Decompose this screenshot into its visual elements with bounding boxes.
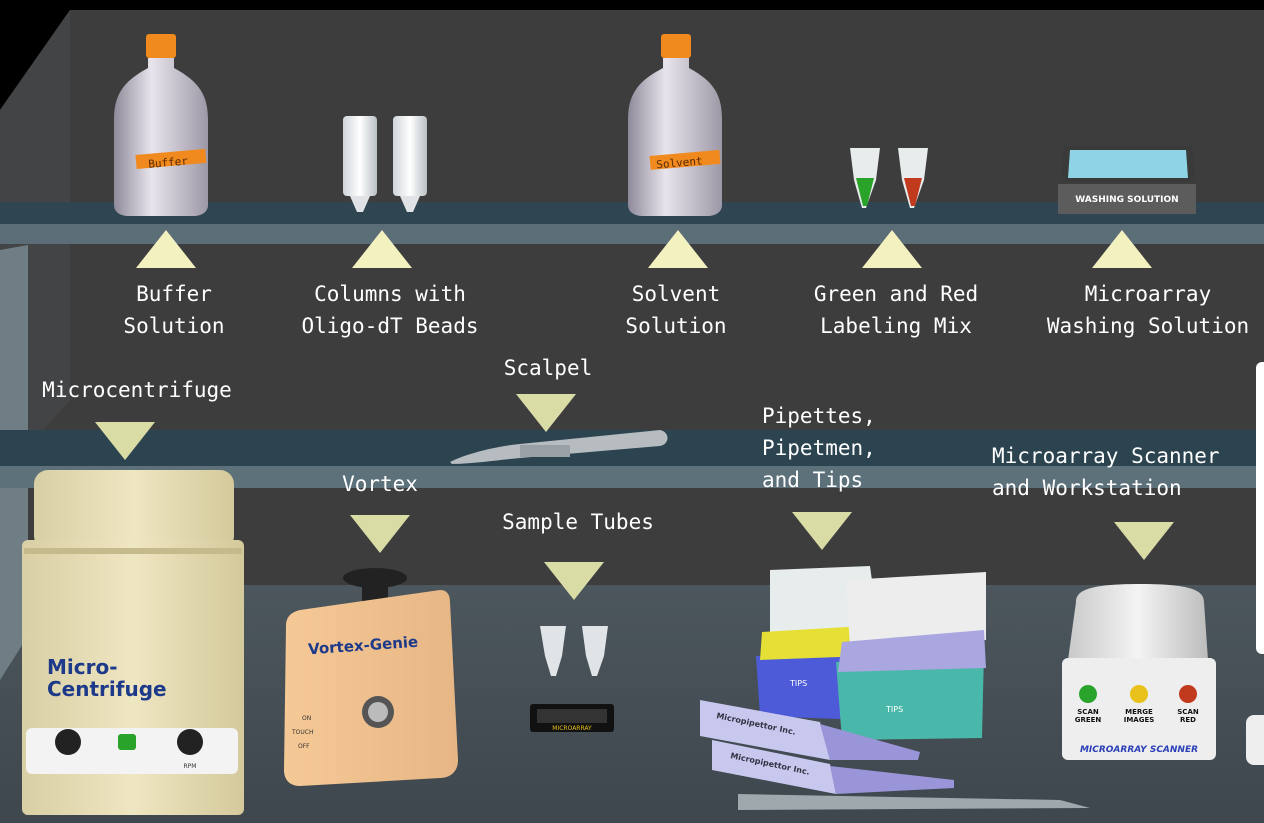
buffer-bottle: Buffer (114, 34, 208, 216)
vortex-switch-on: ON (302, 715, 311, 722)
scalpel-label[interactable]: Scalpel (503, 356, 593, 380)
micropipettors: Micropipettor Inc. Micropipettor Inc. (700, 700, 1090, 810)
vortex-marker[interactable] (350, 515, 410, 553)
vortex-label[interactable]: Vortex (342, 472, 418, 496)
sample-tubes: MICROARRAY (530, 626, 614, 732)
washing-tray-text: WASHING SOLUTION (1075, 195, 1178, 205)
solvent-bottle-label: Solvent (656, 154, 703, 171)
scalpel-marker[interactable] (516, 394, 576, 432)
microarray-slide-text: MICROARRAY (552, 725, 592, 732)
columns-tubes (343, 116, 427, 212)
microcentrifuge-brand: Micro-Centrifuge (47, 655, 167, 701)
pipettes-marker[interactable] (792, 512, 852, 550)
labeling-tubes (850, 148, 928, 208)
tips-brand-1: TIPS (789, 679, 807, 688)
microcentrifuge-marker[interactable] (95, 422, 155, 460)
tip-boxes: TIPS TIPS (756, 566, 986, 740)
vortex-switch-touch: TOUCH (291, 729, 313, 736)
solvent-marker[interactable] (648, 230, 708, 268)
scanner-label[interactable]: Microarray Scanner and Workstation (992, 444, 1220, 500)
buffer-bottle-label: Buffer (148, 154, 189, 170)
scanner-marker[interactable] (1114, 522, 1174, 560)
labeling-marker[interactable] (862, 230, 922, 268)
buffer-marker[interactable] (136, 230, 196, 268)
microcentrifuge-label[interactable]: Microcentrifuge (42, 378, 232, 402)
buffer-label[interactable]: Buffer Solution (123, 282, 225, 338)
columns-label[interactable]: Columns with Oligo-dT Beads (301, 282, 479, 338)
vortex-switch-off: OFF (298, 743, 310, 750)
vortex-genie: Vortex-Genie ON TOUCH OFF (284, 568, 458, 786)
solvent-bottle: Solvent (628, 34, 722, 216)
scanner-brand: MICROARRAY SCANNER (1080, 745, 1198, 755)
sample-tubes-marker[interactable] (544, 562, 604, 600)
columns-marker[interactable] (352, 230, 412, 268)
sample-tubes-label[interactable]: Sample Tubes (502, 510, 654, 534)
washing-marker[interactable] (1092, 230, 1152, 268)
washing-tray: WASHING SOLUTION (1058, 146, 1196, 214)
tips-brand-2: TIPS (885, 705, 903, 714)
pipettes-label[interactable]: Pipettes, Pipetmen, and Tips (762, 404, 876, 492)
scalpel (450, 430, 668, 464)
washing-label[interactable]: Microarray Washing Solution (1046, 282, 1250, 338)
rpm-text: RPM (184, 763, 197, 770)
labeling-label[interactable]: Green and Red Labeling Mix (813, 282, 979, 338)
solvent-label[interactable]: Solvent Solution (625, 282, 727, 338)
microcentrifuge: Micro-Centrifuge RPM (22, 470, 244, 815)
